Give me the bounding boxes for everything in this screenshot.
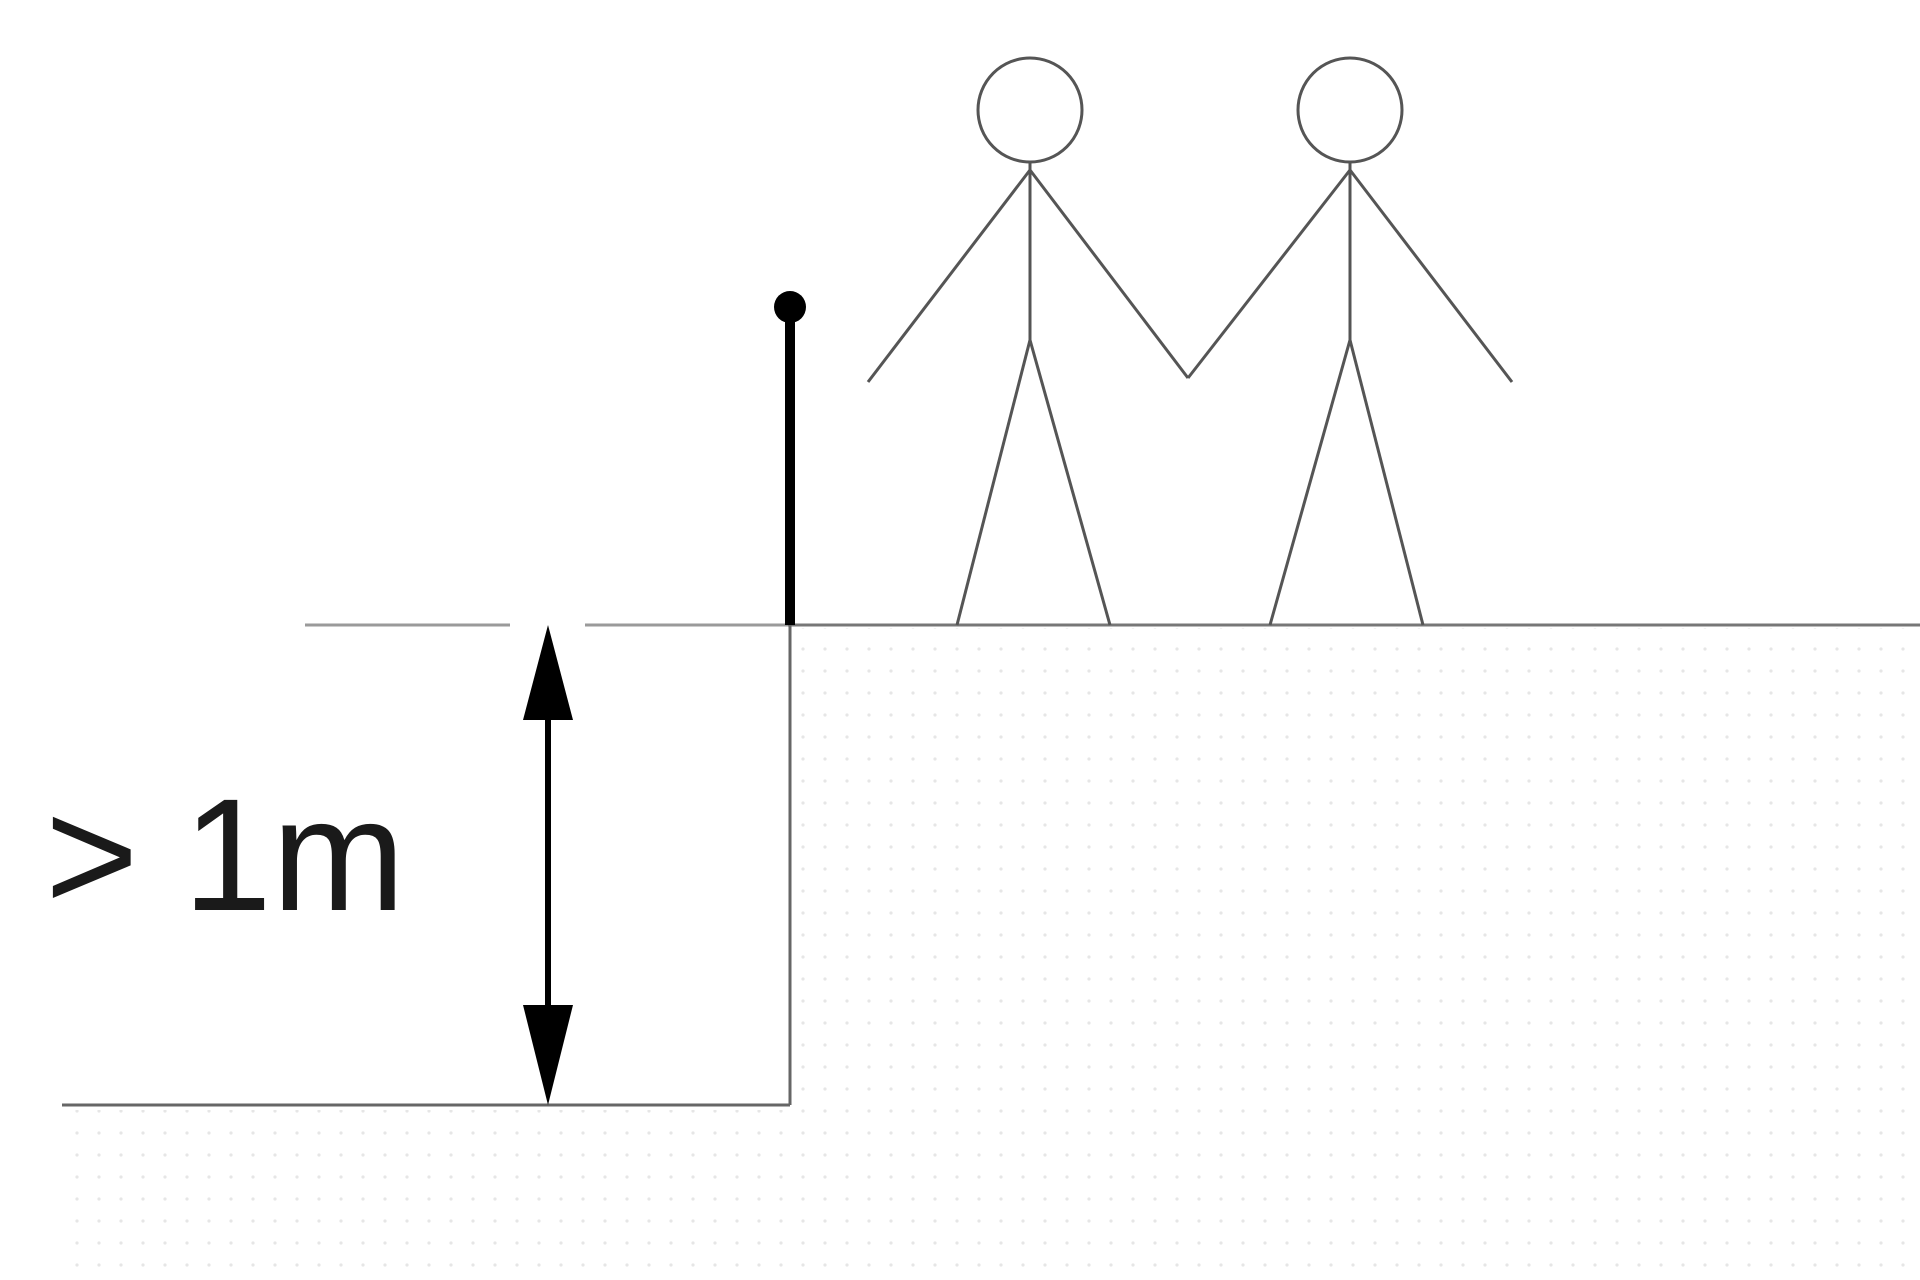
- upper-ground-fill: [792, 628, 1920, 1280]
- height-dimension-arrow: [523, 625, 573, 1105]
- person-figure-right: [1186, 56, 1514, 626]
- guard-rail-post-knob: [774, 291, 806, 323]
- person-figure-left: [866, 56, 1190, 626]
- lower-ground-fill: [60, 1110, 792, 1280]
- height-dimension-label: > 1m: [45, 765, 405, 944]
